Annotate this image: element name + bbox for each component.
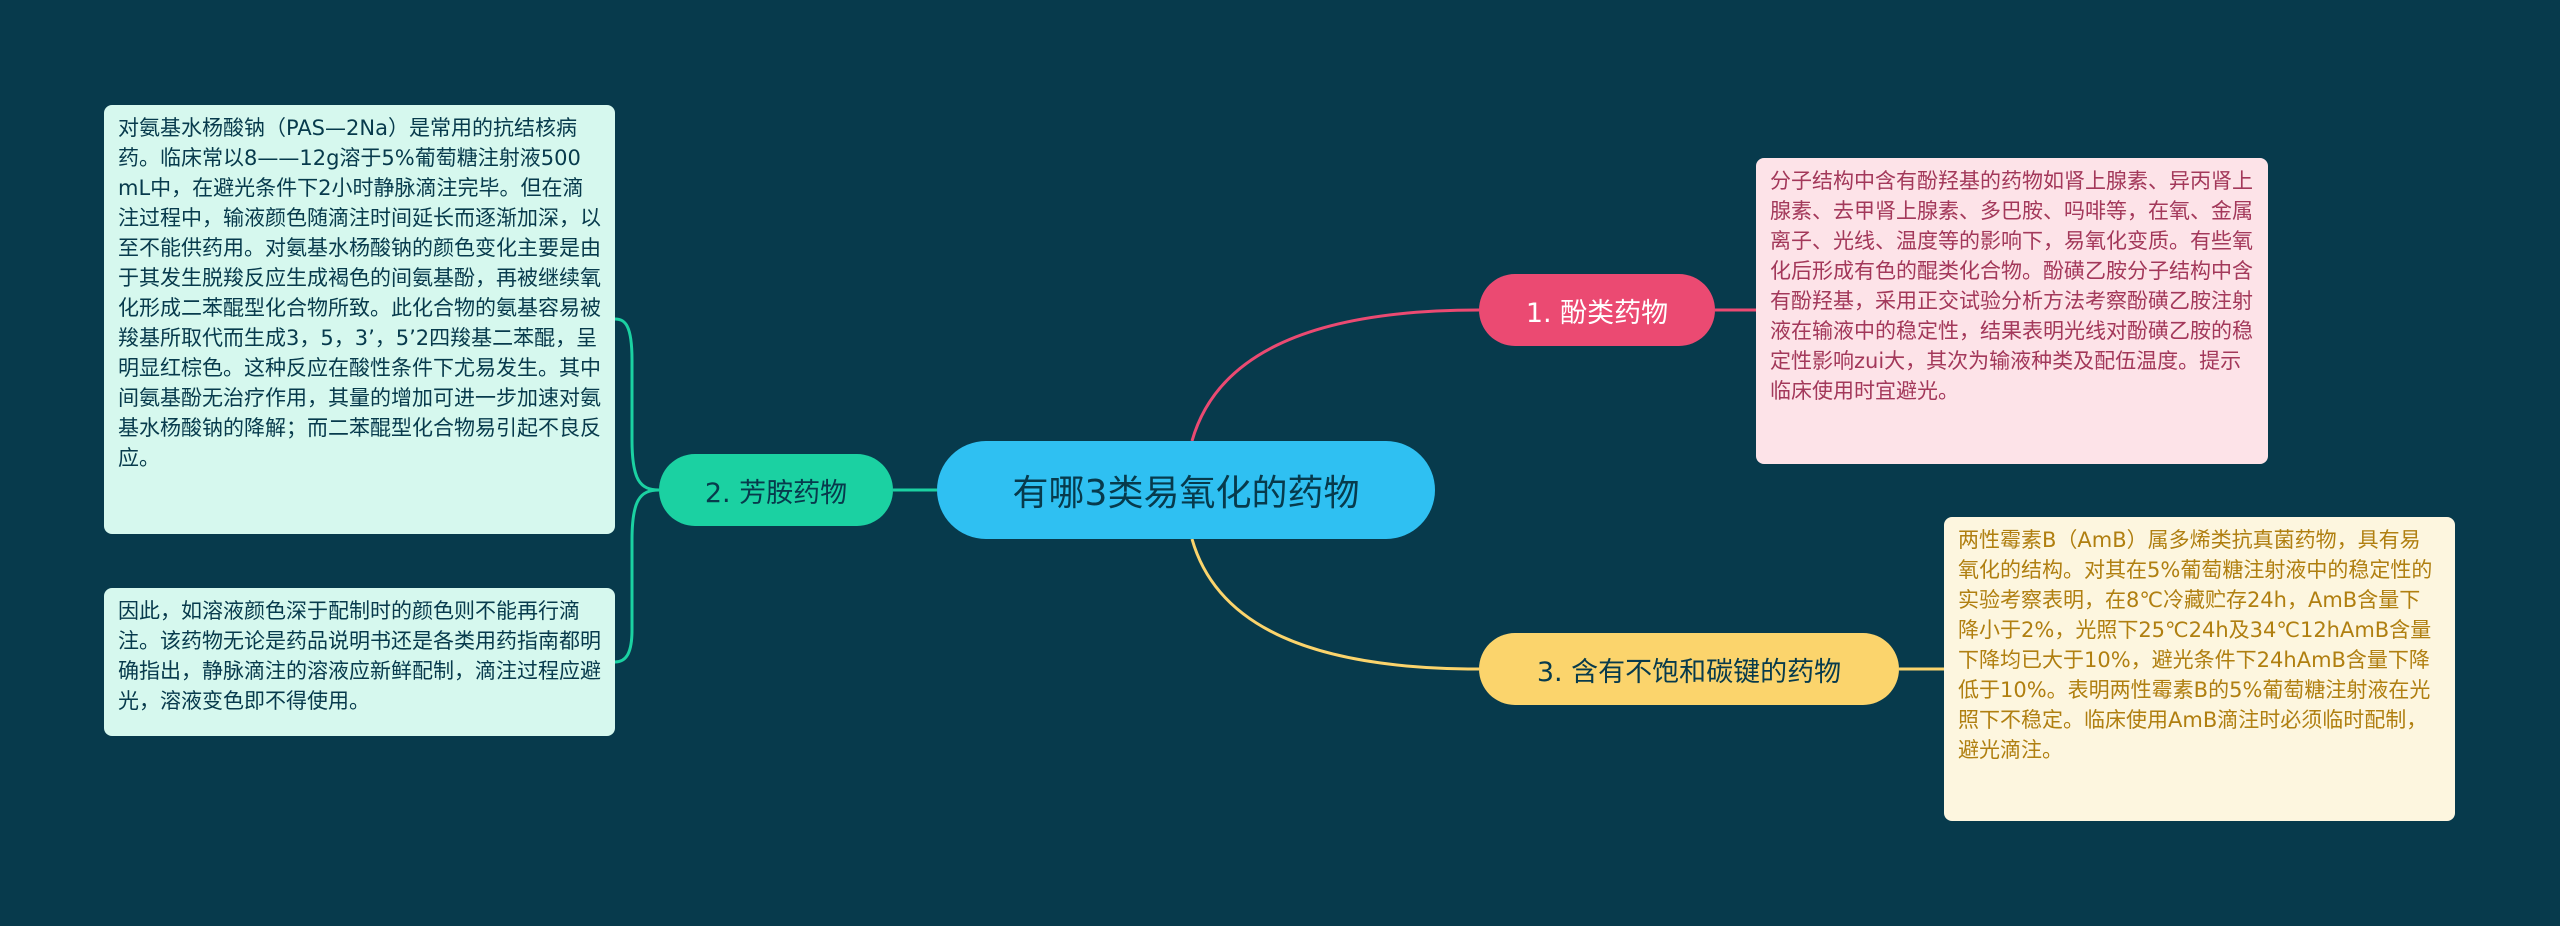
detail-card-unsaturated: 两性霉素B（AmB）属多烯类抗真菌药物，具有易氧化的结构。对其在5%葡萄糖注射液… — [1944, 517, 2455, 821]
branch-unsaturated-drugs[interactable]: 3. 含有不饱和碳键的药物 — [1479, 633, 1899, 705]
link-root-to-unsaturated — [1190, 538, 1480, 671]
detail-card-arylamine-1: 对氨基水杨酸钠（PAS—2Na）是常用的抗结核病药。临床常以8——12g溶于5%… — [104, 105, 615, 534]
root-topic[interactable]: 有哪3类易氧化的药物 — [937, 441, 1435, 539]
detail-card-phenol: 分子结构中含有酚羟基的药物如肾上腺素、异丙肾上腺素、去甲肾上腺素、多巴胺、吗啡等… — [1756, 158, 2268, 464]
branch-phenol-drugs[interactable]: 1. 酚类药物 — [1479, 274, 1715, 346]
link-arylamine-to-card-b — [614, 488, 660, 664]
link-root-to-phenol — [1190, 308, 1480, 442]
link-arylamine-to-card-a — [614, 317, 660, 492]
branch-arylamine-drugs[interactable]: 2. 芳胺药物 — [659, 454, 893, 526]
detail-card-arylamine-2: 因此，如溶液颜色深于配制时的颜色则不能再行滴注。该药物无论是药品说明书还是各类用… — [104, 588, 615, 736]
